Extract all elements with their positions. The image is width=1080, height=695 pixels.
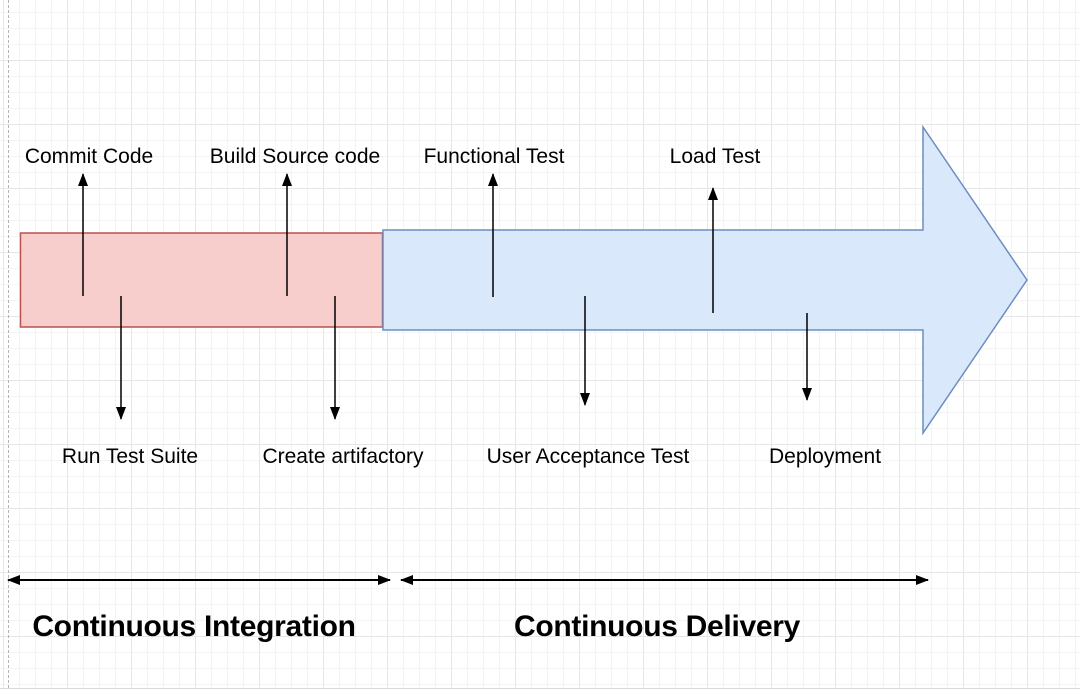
page-bottom-edge [0,688,1080,695]
stage-title-continuous-integration[interactable]: Continuous Integration [32,610,356,643]
step-label-build-source-code[interactable]: Build Source code [209,144,381,168]
step-label-user-acceptance-test[interactable]: User Acceptance Test [486,444,690,468]
step-label-create-artifactory[interactable]: Create artifactory [262,444,424,468]
page-boundary-dashed-line [8,0,9,688]
step-label-load-test[interactable]: Load Test [669,144,761,168]
ci-stage-bar[interactable] [19,232,384,328]
step-label-commit-code[interactable]: Commit Code [24,144,154,168]
step-label-functional-test[interactable]: Functional Test [423,144,565,168]
step-label-run-test-suite[interactable]: Run Test Suite [61,444,199,468]
stage-title-continuous-delivery[interactable]: Continuous Delivery [513,610,801,643]
step-label-deployment[interactable]: Deployment [768,444,882,468]
cd-stage-arrow[interactable] [382,124,1028,436]
